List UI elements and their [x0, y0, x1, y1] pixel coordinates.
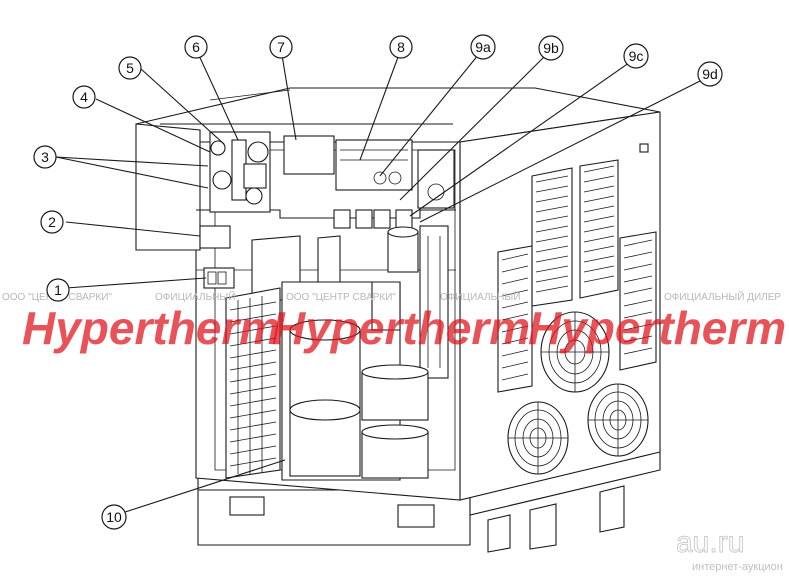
callout-9a: 9a — [470, 34, 496, 60]
leader-lines — [55, 48, 711, 516]
callout-label-9c: 9c — [629, 48, 644, 64]
leader-9d — [419, 75, 711, 223]
terminal-block-1 — [203, 267, 235, 289]
leader-8 — [359, 48, 402, 161]
watermark-brand-2: Hypertherm — [272, 302, 530, 354]
callout-9b: 9b — [538, 35, 564, 61]
leader-3b — [55, 156, 209, 189]
callout-4: 4 — [72, 85, 96, 109]
leader-4 — [95, 98, 211, 153]
vent-grill-1 — [531, 167, 573, 307]
leader-7 — [280, 48, 297, 141]
site-logo-subtitle: интернет-аукцион — [692, 561, 783, 573]
callout-10: 10 — [101, 504, 127, 530]
fan-bottom-left — [507, 401, 569, 475]
callout-7: 7 — [269, 35, 293, 59]
callout-5: 5 — [118, 56, 142, 80]
leader-1 — [65, 277, 207, 289]
callout-9d: 9d — [697, 61, 723, 87]
callout-6: 6 — [184, 35, 208, 59]
board-8 — [335, 139, 413, 191]
callout-8: 8 — [389, 35, 413, 59]
interior-components — [199, 131, 455, 481]
relays-9 — [333, 209, 413, 229]
callout-label-9a: 9a — [475, 39, 491, 55]
callouts: 1 2 3 4 5 6 7 8 9a 9b 9c 9d 10 — [33, 34, 723, 530]
leader-9b — [399, 49, 552, 201]
callout-3: 3 — [33, 145, 57, 169]
right-side-features — [497, 159, 657, 475]
heatsink — [225, 287, 281, 479]
callout-label-10: 10 — [106, 509, 122, 525]
vent-grill-4 — [619, 231, 657, 371]
leader-10 — [115, 459, 286, 516]
valve-assembly — [199, 131, 271, 289]
callout-2: 2 — [40, 210, 64, 234]
leader-6 — [195, 48, 239, 141]
transformer-10 — [281, 281, 401, 481]
callout-label-5: 5 — [126, 60, 134, 76]
callout-label-6: 6 — [192, 39, 200, 55]
fan-bottom-right — [587, 383, 649, 457]
watermark-brand-1: Hypertherm — [22, 302, 280, 354]
callout-label-9d: 9d — [702, 66, 718, 82]
callout-label-7: 7 — [277, 39, 285, 55]
leader-2 — [65, 221, 201, 237]
callout-label-1: 1 — [54, 282, 62, 298]
watermark-brand-3: Hypertherm — [528, 302, 786, 354]
site-logo-name: au.ru — [676, 526, 744, 559]
site-logo: au.ru интернет-аукцион — [676, 526, 783, 573]
vent-grill-2 — [579, 159, 619, 299]
callout-label-2: 2 — [48, 214, 56, 230]
callout-label-9b: 9b — [543, 40, 559, 56]
board-7 — [283, 135, 335, 175]
inductors — [361, 364, 429, 479]
callout-9c: 9c — [623, 43, 649, 69]
leader-9a — [379, 48, 484, 177]
callout-label-3: 3 — [41, 149, 49, 165]
fan-top — [540, 311, 610, 393]
callout-label-4: 4 — [80, 89, 88, 105]
watermark-tagline-center: ООО "ЦЕНТР СВАРКИ" — [286, 292, 396, 303]
watermark: ООО "ЦЕНТР СВАРКИ" ОФИЦИАЛЬНЫЙ ООО "ЦЕНТ… — [2, 290, 786, 354]
callout-label-8: 8 — [397, 39, 405, 55]
callout-1: 1 — [46, 278, 70, 302]
leader-3a — [55, 156, 209, 167]
watermark-tagline-center2: ОФИЦИАЛЬНЫЙ — [440, 290, 520, 303]
watermark-tagline-mid: ОФИЦИАЛЬНЫЙ — [155, 290, 235, 303]
watermark-tagline-right: ОФИЦИАЛЬНЫЙ ДИЛЕР — [664, 290, 781, 303]
vent-grill-3 — [497, 245, 533, 393]
leader-5 — [140, 68, 225, 145]
leader-9c — [409, 57, 637, 217]
